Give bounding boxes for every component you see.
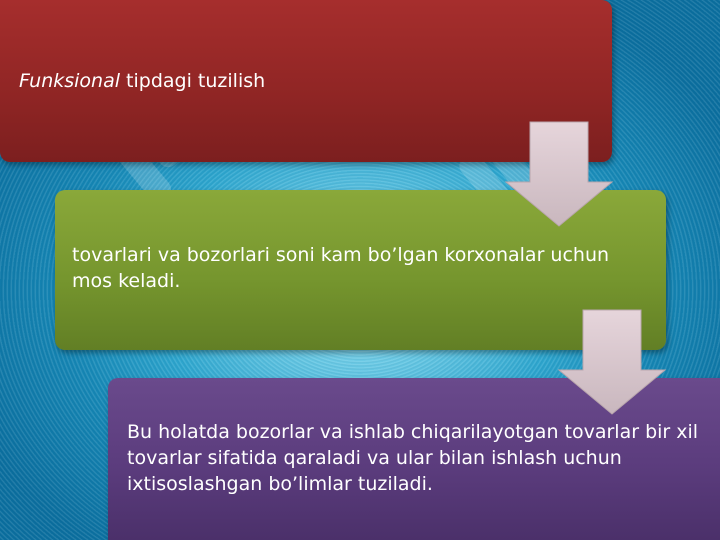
step-1-rest: tipdagi tuzilish	[120, 70, 266, 92]
step-1-italic: Funksional	[19, 70, 121, 92]
step-1-text: Funksional tipdagi tuzilish	[19, 68, 265, 94]
step-2-text: tovarlari va bozorlari soni kam bo’lgan …	[72, 244, 610, 292]
down-arrow-icon	[505, 121, 614, 227]
down-arrow-icon	[558, 309, 667, 415]
step-box-1: Funksional tipdagi tuzilish	[0, 0, 612, 162]
step-3-text: Bu holatda bozorlar va ishlab chiqarilay…	[127, 421, 699, 495]
